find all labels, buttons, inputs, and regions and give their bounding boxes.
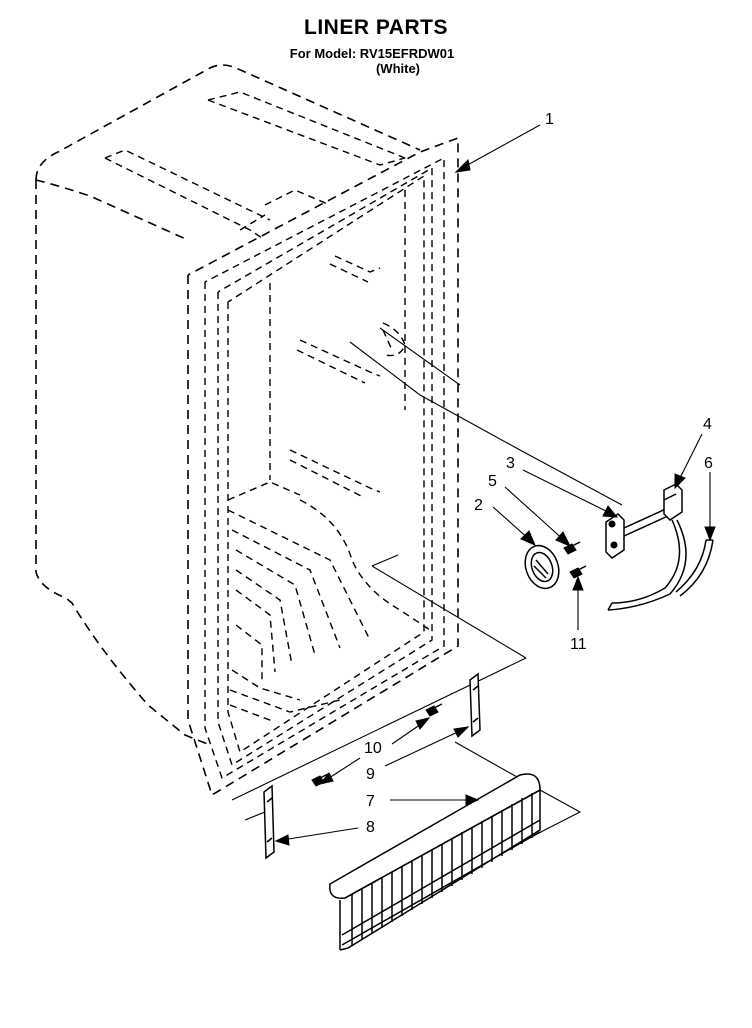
capillary-tube — [675, 539, 714, 597]
callout-arrows — [274, 124, 716, 846]
callout-2: 2 — [474, 497, 483, 514]
liner-cabinet-outline — [35, 64, 459, 797]
callout-8: 8 — [366, 819, 375, 836]
callout-1: 1 — [545, 111, 554, 128]
callout-5: 5 — [488, 473, 497, 490]
callout-6: 6 — [704, 455, 713, 472]
diagram-title: LINER PARTS — [304, 16, 448, 39]
callout-4: 4 — [703, 416, 712, 433]
callout-3: 3 — [506, 455, 515, 472]
callout-9: 9 — [366, 766, 375, 783]
model-number-line: For Model: RV15EFRDW01 — [289, 46, 455, 61]
callout-11: 11 — [570, 636, 587, 653]
thermostat-knob — [524, 544, 560, 590]
basket-rack — [329, 773, 541, 951]
callout-7: 7 — [366, 793, 375, 810]
thermostat-switch — [607, 483, 687, 611]
color-line: (White) — [375, 61, 421, 76]
thermostat-bracket — [605, 507, 669, 559]
callout-numbers: 1 2 3 4 5 6 7 8 9 10 11 — [364, 111, 713, 836]
callout-10: 10 — [364, 740, 382, 757]
crisper-slide-rails — [244, 672, 582, 860]
